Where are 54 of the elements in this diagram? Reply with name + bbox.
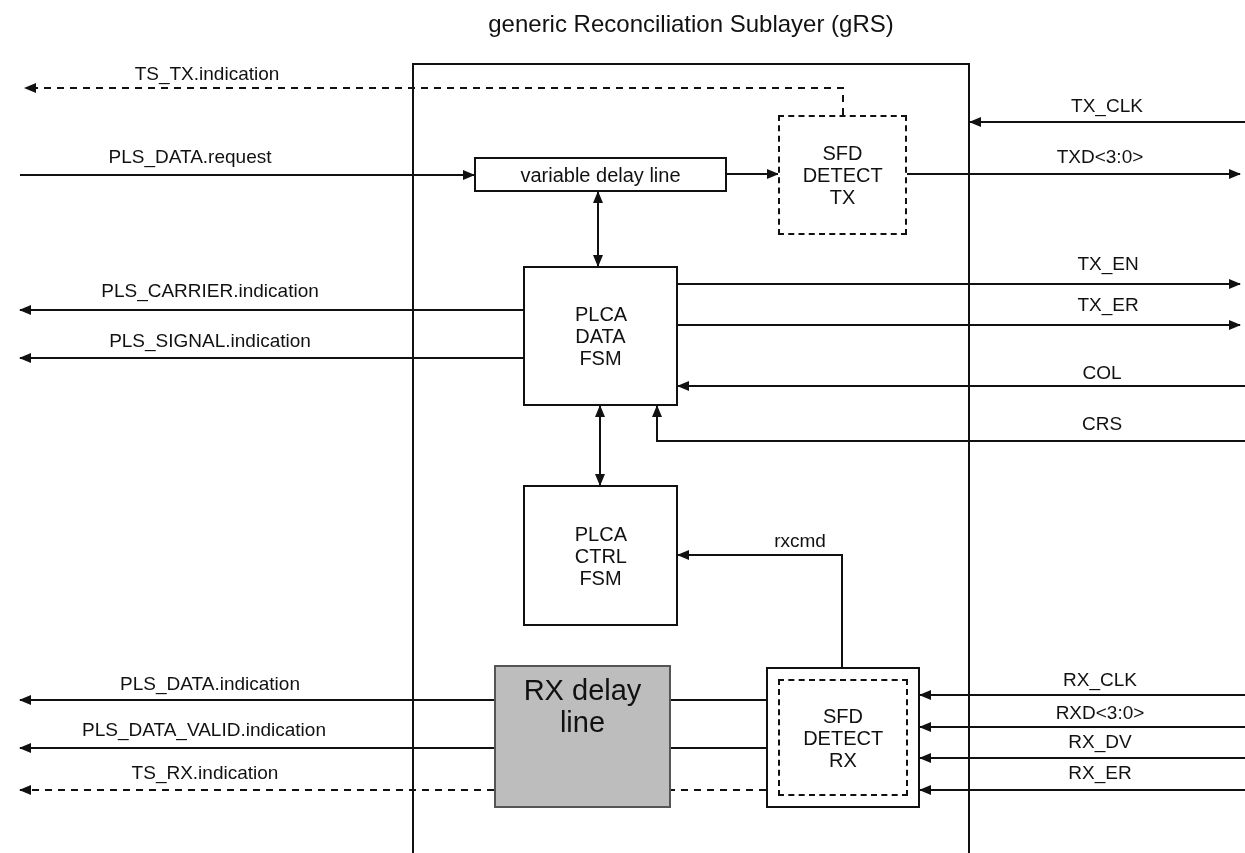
arrow bbox=[19, 305, 524, 315]
arrow bbox=[595, 405, 605, 486]
edge-label: TS_TX.indication bbox=[134, 63, 280, 85]
box-label: PLCA DATA FSM bbox=[574, 303, 627, 369]
arrow bbox=[677, 550, 843, 668]
arrow bbox=[24, 83, 844, 116]
arrow bbox=[906, 169, 1241, 179]
arrow bbox=[19, 695, 495, 705]
arrow bbox=[19, 785, 495, 795]
arrow bbox=[919, 753, 1245, 763]
edge-label: PLS_SIGNAL.indication bbox=[109, 330, 311, 352]
edge-label: PLS_DATA.request bbox=[108, 146, 272, 168]
edge-label: TX_CLK bbox=[1071, 95, 1143, 117]
edge-label: TS_RX.indication bbox=[131, 762, 279, 784]
arrow bbox=[726, 169, 779, 179]
process-box bbox=[474, 157, 727, 192]
edge-label: TX_EN bbox=[1077, 253, 1139, 275]
arrow bbox=[919, 785, 1245, 795]
edge-label: RX_CLK bbox=[1063, 669, 1137, 691]
arrow bbox=[919, 722, 1245, 732]
arrow bbox=[677, 279, 1241, 289]
arrow bbox=[919, 690, 1245, 700]
arrow bbox=[19, 743, 495, 753]
process-box bbox=[523, 485, 678, 626]
dashed-box bbox=[778, 115, 907, 235]
edge-label: rxcmd bbox=[774, 530, 826, 552]
edge-label: RX_DV bbox=[1068, 731, 1132, 753]
edge-label: PLS_DATA_VALID.indication bbox=[82, 719, 326, 741]
box-label: variable delay line bbox=[520, 163, 681, 186]
block-title: generic Reconciliation Sublayer (gRS) bbox=[487, 10, 895, 38]
arrow bbox=[593, 191, 603, 267]
box-label: RX delay line bbox=[522, 675, 643, 739]
edge-label: COL bbox=[1082, 362, 1122, 384]
box-label: PLCA CTRL FSM bbox=[574, 522, 627, 589]
edge-label: RXD<3:0> bbox=[1055, 702, 1145, 724]
edge-label: RX_ER bbox=[1068, 762, 1132, 784]
edge-label: TXD<3:0> bbox=[1056, 146, 1144, 168]
arrow bbox=[19, 170, 475, 180]
box-label: SFD DETECT RX bbox=[803, 704, 883, 771]
edge-label: PLS_CARRIER.indication bbox=[101, 280, 319, 302]
process-box bbox=[523, 266, 678, 406]
arrow bbox=[677, 381, 1245, 391]
arrow bbox=[19, 353, 524, 363]
arrow bbox=[969, 117, 1245, 127]
arrow bbox=[652, 405, 1245, 442]
connector-line bbox=[670, 789, 767, 791]
edge-label: TX_ER bbox=[1077, 294, 1139, 316]
edge-label: CRS bbox=[1081, 413, 1123, 435]
edge-label: PLS_DATA.indication bbox=[120, 673, 300, 695]
arrow bbox=[677, 320, 1241, 330]
detector-box bbox=[766, 667, 920, 808]
connector-line bbox=[670, 699, 767, 701]
connector-line bbox=[670, 747, 767, 749]
box-label: SFD DETECT TX bbox=[802, 142, 883, 208]
